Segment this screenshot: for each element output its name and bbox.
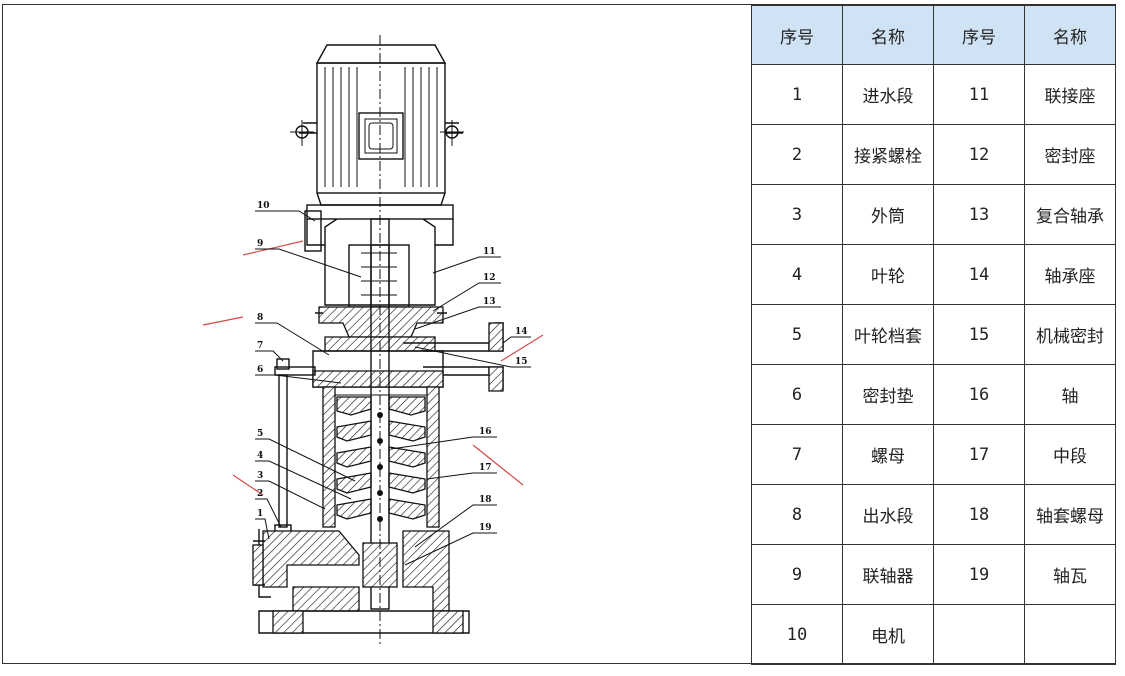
table-row: 1 进水段 11 联接座 — [751, 64, 1116, 125]
figure-frame: 10 9 8 7 6 5 4 3 2 1 11 — [2, 4, 1116, 665]
table-header-row: 序号 名称 序号 名称 — [751, 5, 1116, 65]
cell-part-name: 轴承座 — [1024, 244, 1116, 305]
callout-13: 13 — [483, 297, 496, 307]
cell-part-name: 密封垫 — [842, 364, 934, 425]
inlet-section-base — [252, 529, 470, 634]
callout-17: 17 — [479, 463, 492, 473]
cell-number: 16 — [933, 364, 1025, 425]
callout-7: 7 — [257, 341, 263, 351]
motor-stool — [304, 204, 454, 308]
table-row: 3 外筒 13 复合轴承 — [751, 184, 1116, 245]
callout-2: 2 — [257, 489, 263, 499]
cell-part-name: 出水段 — [842, 484, 934, 545]
table-row: 9 联轴器 19 轴瓦 — [751, 544, 1116, 605]
table-row: 10 电机 — [751, 604, 1116, 665]
callout-6: 6 — [257, 365, 263, 375]
impeller-stack — [336, 396, 426, 520]
callout-15: 15 — [515, 357, 528, 367]
table-row: 6 密封垫 16 轴 — [751, 364, 1116, 425]
callout-19: 19 — [479, 523, 492, 533]
pump-cross-section-drawing: 10 9 8 7 6 5 4 3 2 1 11 — [3, 5, 751, 663]
cell-part-name: 机械密封 — [1024, 304, 1116, 365]
callouts: 10 9 8 7 6 5 4 3 2 1 11 — [255, 201, 531, 566]
callout-10: 10 — [257, 201, 270, 211]
cell-part-name: 电机 — [842, 604, 934, 665]
cell-number: 11 — [933, 64, 1025, 125]
callout-14: 14 — [515, 327, 528, 337]
cell-number: 7 — [751, 424, 843, 485]
callout-18: 18 — [479, 495, 492, 505]
header-name-2: 名称 — [1024, 5, 1116, 65]
table-row: 5 叶轮档套 15 机械密封 — [751, 304, 1116, 365]
cell-part-name: 联接座 — [1024, 64, 1116, 125]
cell-number — [933, 604, 1025, 665]
cell-part-name: 轴套螺母 — [1024, 484, 1116, 545]
cell-part-name: 轴 — [1024, 364, 1116, 425]
cell-number: 8 — [751, 484, 843, 545]
pump-diagram-svg: 10 9 8 7 6 5 4 3 2 1 11 — [202, 35, 544, 645]
cell-part-name: 叶轮档套 — [842, 304, 934, 365]
cell-number: 15 — [933, 304, 1025, 365]
cell-number: 1 — [751, 64, 843, 125]
callout-16: 16 — [479, 427, 492, 437]
header-serial-2: 序号 — [933, 5, 1025, 65]
cell-number: 13 — [933, 184, 1025, 245]
cell-number: 12 — [933, 124, 1025, 185]
cell-part-name: 密封座 — [1024, 124, 1116, 185]
cell-number: 19 — [933, 544, 1025, 605]
cell-number: 18 — [933, 484, 1025, 545]
motor — [290, 44, 464, 206]
table-row: 8 出水段 18 轴套螺母 — [751, 484, 1116, 545]
parts-list-table: 序号 名称 序号 名称 1 进水段 11 联接座 2 接紧螺栓 12 密封座 3… — [751, 5, 1116, 665]
table-row: 4 叶轮 14 轴承座 — [751, 244, 1116, 305]
callout-9: 9 — [257, 239, 263, 249]
table-row: 2 接紧螺栓 12 密封座 — [751, 124, 1116, 185]
cell-number: 17 — [933, 424, 1025, 485]
cell-part-name: 外筒 — [842, 184, 934, 245]
cell-number: 3 — [751, 184, 843, 245]
cell-part-name — [1024, 604, 1116, 665]
cell-part-name: 中段 — [1024, 424, 1116, 485]
callout-8: 8 — [257, 313, 263, 323]
cell-number: 6 — [751, 364, 843, 425]
cell-part-name: 接紧螺栓 — [842, 124, 934, 185]
tie-bolt — [274, 358, 316, 538]
cell-part-name: 轴瓦 — [1024, 544, 1116, 605]
table-row: 7 螺母 17 中段 — [751, 424, 1116, 485]
callout-11: 11 — [483, 247, 496, 257]
cell-part-name: 进水段 — [842, 64, 934, 125]
header-name-1: 名称 — [842, 5, 934, 65]
discharge-outlet — [403, 322, 504, 392]
callout-3: 3 — [257, 471, 263, 481]
cell-number: 2 — [751, 124, 843, 185]
header-serial-1: 序号 — [751, 5, 843, 65]
cell-number: 5 — [751, 304, 843, 365]
callout-1: 1 — [257, 509, 263, 519]
cell-part-name: 复合轴承 — [1024, 184, 1116, 245]
callout-5: 5 — [257, 429, 263, 439]
cell-part-name: 叶轮 — [842, 244, 934, 305]
cell-number: 4 — [751, 244, 843, 305]
cell-part-name: 联轴器 — [842, 544, 934, 605]
cell-part-name: 螺母 — [842, 424, 934, 485]
callout-12: 12 — [483, 273, 496, 283]
callout-4: 4 — [257, 451, 263, 461]
cell-number: 10 — [751, 604, 843, 665]
pump-barrel — [312, 350, 444, 528]
seal-and-bearing-seat — [315, 306, 447, 352]
cell-number: 9 — [751, 544, 843, 605]
cell-number: 14 — [933, 244, 1025, 305]
